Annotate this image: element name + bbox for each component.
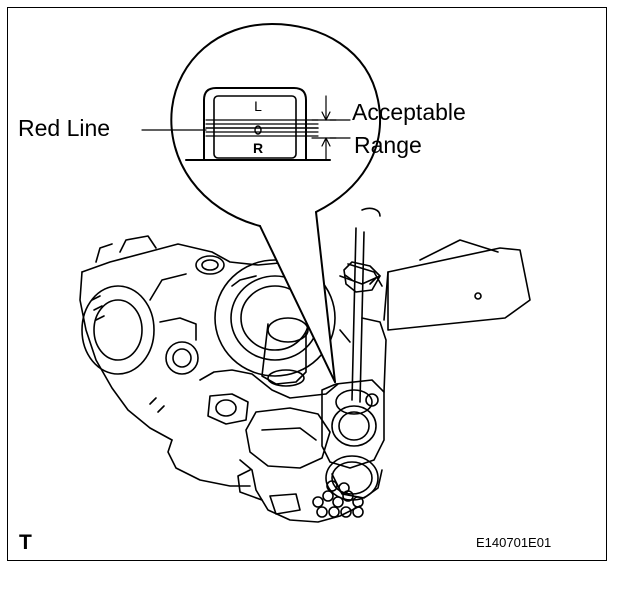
corner-mark: T: [19, 531, 32, 554]
range-label: Range: [354, 132, 422, 158]
gauge-detail: L R: [141, 87, 351, 161]
acceptable-label: Acceptable: [352, 99, 466, 125]
red-line-label: Red Line: [18, 115, 111, 141]
gauge-bottom-letter: R: [253, 140, 263, 156]
figure-code: E140701E01: [476, 535, 552, 550]
gauge-top-letter: L: [254, 98, 262, 114]
magnifier-callout: [170, 23, 381, 383]
